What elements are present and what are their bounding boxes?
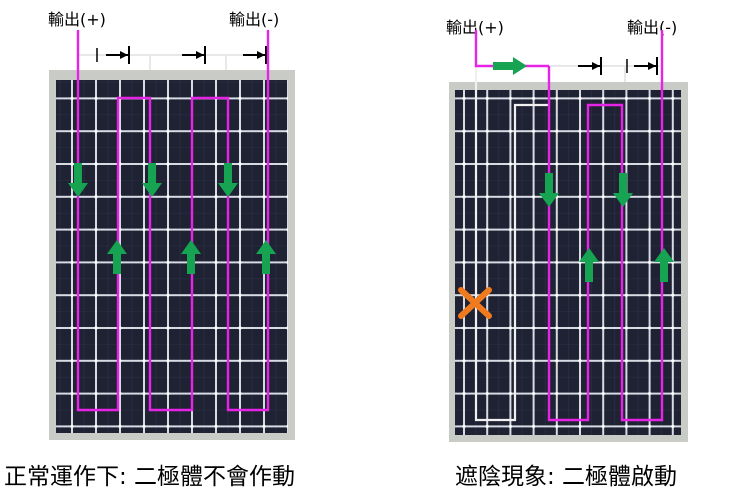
right-panel-cells bbox=[455, 90, 681, 435]
left-output-negative-label: 輸出(-) bbox=[229, 10, 280, 29]
right-bypass-diode-2 bbox=[633, 56, 658, 76]
left-panel-cells bbox=[56, 80, 288, 433]
right-green-arrow-icon-bypass bbox=[493, 57, 527, 75]
right-output-negative-label: 輸出(-) bbox=[627, 18, 678, 37]
right-solar-panel bbox=[449, 82, 688, 442]
left-bypass-diode-3 bbox=[242, 45, 267, 65]
right-caption: 遮陰現象: 二極體啟動 bbox=[455, 464, 678, 490]
right-bypass-current-path bbox=[474, 30, 549, 68]
left-output-positive-label: 輸出(+) bbox=[48, 10, 106, 29]
left-cell-string-path bbox=[76, 30, 270, 412]
left-solar-panel bbox=[49, 70, 295, 440]
left-bypass-diode-1 bbox=[105, 45, 130, 65]
left-bypass-diode-2 bbox=[181, 45, 206, 65]
right-cell-string-path bbox=[547, 30, 664, 422]
orange-x-icon bbox=[458, 287, 492, 319]
right-bypass-diode-1 bbox=[577, 56, 602, 76]
left-caption: 正常運作下: 二極體不會作動 bbox=[4, 464, 296, 490]
right-output-positive-label: 輸出(+) bbox=[446, 18, 504, 37]
